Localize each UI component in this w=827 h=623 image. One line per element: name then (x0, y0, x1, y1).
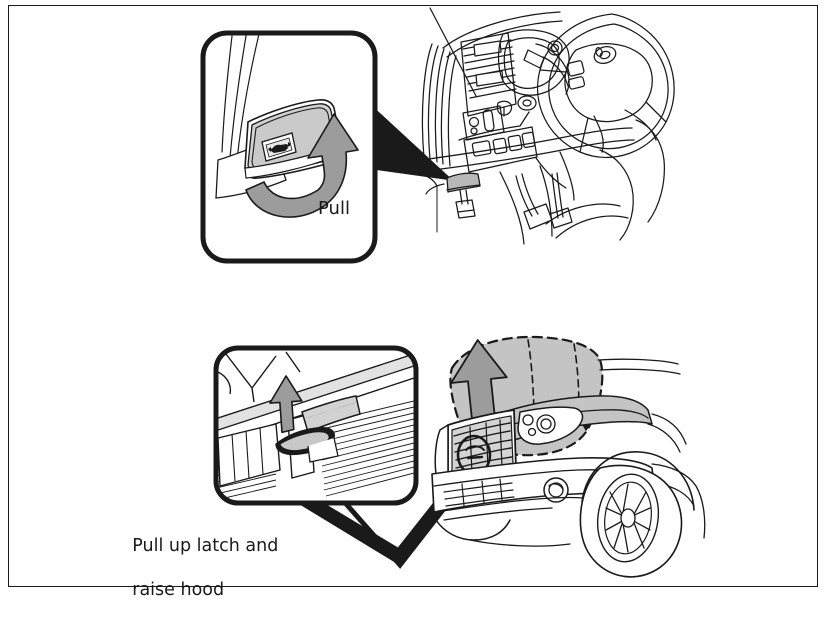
latch-pull-up-arrow (269, 375, 303, 434)
dashboard-illustration (419, 7, 675, 245)
caption-pull: Pull (318, 198, 350, 219)
caption-line-2: raise hood (132, 580, 225, 600)
bottom-callout-panel (213, 345, 419, 506)
hood-open-icon (261, 132, 297, 162)
front-right-wheel (579, 451, 695, 578)
caption-line-1: Pull up latch and (132, 536, 279, 556)
figure-hood-release-lever (200, 7, 706, 578)
manual-page: Pull Pull up latch and raise hood (8, 5, 818, 600)
truck-front-illustration (431, 335, 706, 578)
top-callout-panel (200, 30, 378, 264)
pull-arrow (245, 113, 359, 218)
caption-pull-up-latch: Pull up latch and raise hood (110, 513, 278, 623)
